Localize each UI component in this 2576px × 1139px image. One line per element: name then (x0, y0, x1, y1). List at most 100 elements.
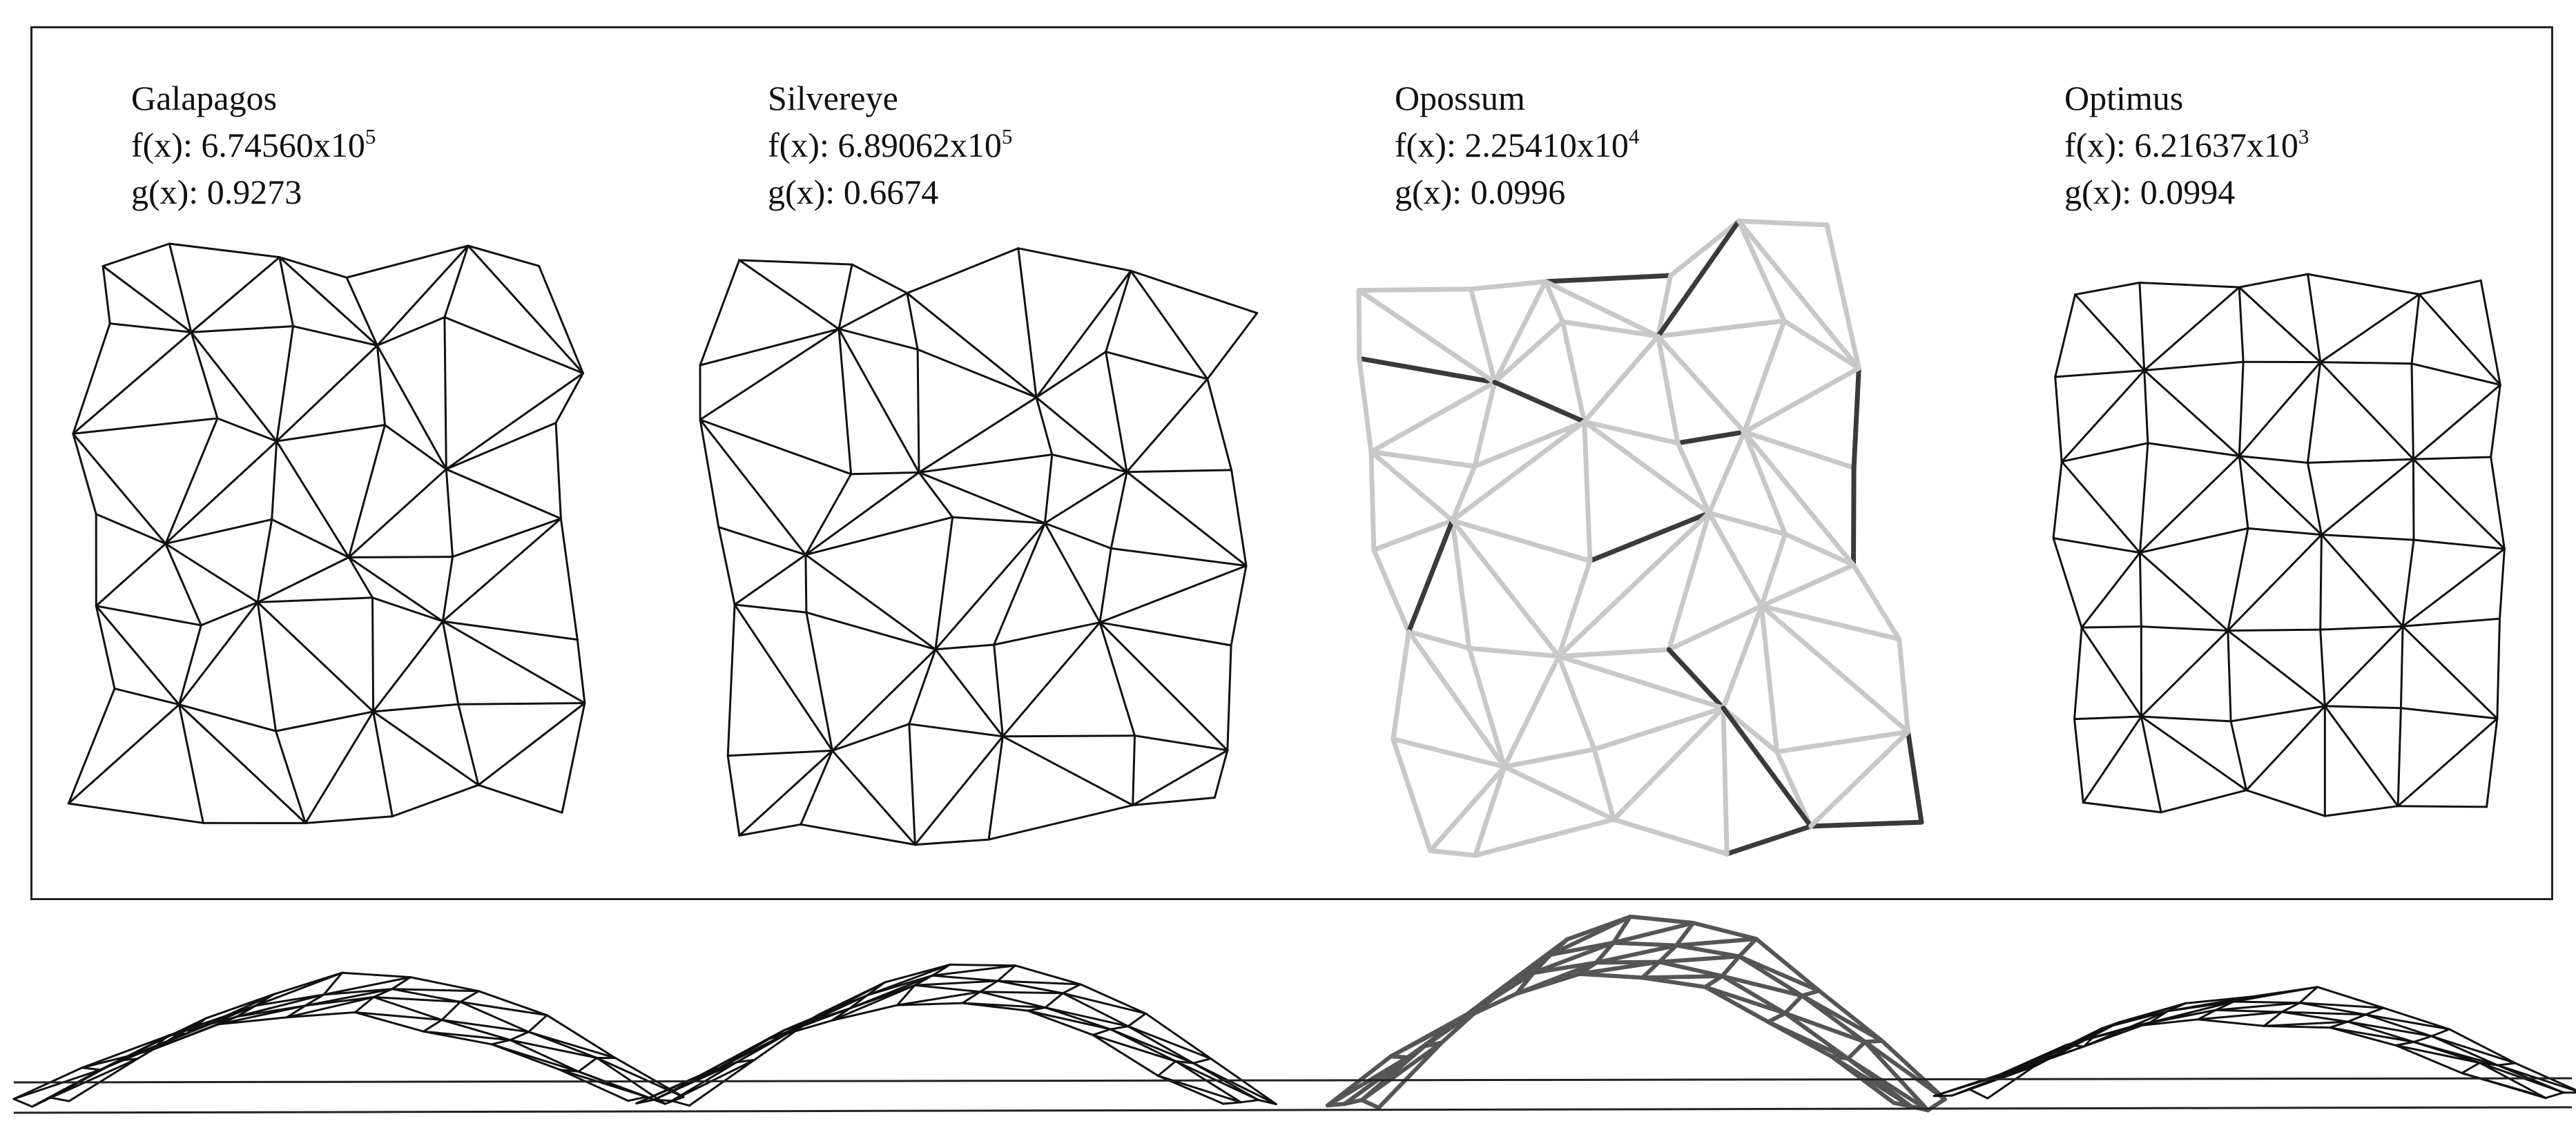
truss-member (1132, 797, 1216, 806)
truss-member (1079, 983, 1147, 1015)
truss-member (391, 988, 462, 1003)
truss-member (993, 522, 1046, 646)
truss-member (554, 422, 562, 520)
truss-member (2418, 293, 2501, 386)
truss-member (1092, 1033, 1159, 1077)
truss-member (1156, 1060, 1177, 1077)
truss-member (2323, 625, 2404, 708)
truss-member (1611, 914, 1633, 945)
truss-member (2227, 630, 2232, 723)
objective-value: f(x): 2.25410x104 (1395, 124, 1640, 164)
truss-member (1368, 380, 1498, 454)
truss-member (1851, 365, 1861, 471)
truss-member (341, 971, 411, 979)
truss-member (347, 424, 386, 558)
truss-member (1125, 378, 1209, 474)
truss-member (913, 974, 933, 986)
truss-member (908, 723, 916, 846)
truss-member (1492, 380, 1587, 425)
truss-member (304, 815, 394, 824)
truss-member (800, 823, 916, 846)
truss-member (1765, 1020, 1850, 1061)
truss-member (717, 526, 807, 556)
truss-member (699, 328, 840, 421)
truss-member (1808, 729, 1910, 829)
truss-member (164, 543, 202, 627)
truss-member (49, 1096, 70, 1102)
truss-member (699, 418, 720, 529)
truss-member (440, 1019, 512, 1042)
truss-member (987, 735, 1004, 841)
truss-member (561, 702, 586, 814)
truss-member (372, 988, 394, 998)
truss-member (2052, 460, 2063, 540)
truss-member (81, 1034, 170, 1069)
truss-member (1061, 992, 1147, 1015)
truss-member (1092, 1028, 1112, 1036)
truss-member (1226, 644, 1232, 752)
truss-member (837, 263, 853, 331)
truss-member (1675, 429, 1747, 446)
truss-member (1906, 729, 1924, 825)
truss-member (347, 556, 374, 599)
truss-member (1706, 510, 1788, 537)
truss-member (931, 964, 1016, 977)
truss-member (1721, 705, 1730, 857)
objective-value: f(x): 6.89062x105 (768, 124, 1013, 164)
truss-member (733, 554, 807, 606)
truss-member (1863, 1040, 1947, 1102)
truss-member (2412, 458, 2415, 541)
truss-member (345, 276, 378, 347)
truss-member (577, 1057, 598, 1073)
truss-member (1492, 279, 1548, 385)
truss-member (1783, 993, 1805, 1015)
truss-member (2082, 801, 2162, 814)
truss-member (2323, 705, 2399, 808)
truss-member (1556, 654, 1726, 711)
truss-member (1736, 218, 1787, 324)
truss-member (2526, 1091, 2547, 1100)
truss-member (2319, 361, 2414, 460)
truss-member (2430, 1028, 2451, 1038)
truss-member (993, 643, 1004, 738)
truss-member (278, 256, 378, 347)
truss-member (1611, 921, 1696, 945)
truss-member (2346, 1020, 2415, 1043)
truss-member (2544, 1091, 2565, 1100)
objective-value: f(x): 6.21637x103 (2064, 124, 2309, 164)
truss-member (831, 749, 916, 846)
truss-member (2140, 715, 2162, 814)
truss-member (347, 468, 447, 558)
truss-member (95, 605, 180, 706)
truss-member (1206, 378, 1233, 471)
truss-member (2329, 1026, 2397, 1046)
truss-member (509, 1039, 580, 1073)
truss-member (1371, 518, 1455, 552)
truss-member (738, 823, 802, 837)
truss-member (347, 556, 454, 558)
truss-member (2320, 534, 2404, 627)
truss-member (916, 348, 1038, 399)
truss-member (2306, 461, 2323, 536)
truss-member (200, 601, 259, 627)
truss-member (2149, 1010, 2169, 1024)
truss-member (1742, 318, 1787, 435)
truss-member (2496, 617, 2501, 720)
truss-member (441, 620, 579, 641)
truss-member (1428, 764, 1507, 853)
truss-member (1098, 565, 1248, 624)
truss-member (490, 1043, 580, 1073)
truss-member (1017, 247, 1038, 399)
truss-member (354, 1011, 443, 1021)
truss-member (376, 316, 446, 347)
truss-member (2461, 1062, 2481, 1074)
truss-member (1591, 705, 1726, 752)
truss-member (1502, 747, 1597, 770)
truss-member (2394, 1044, 2463, 1074)
truss-member (2430, 1035, 2499, 1067)
truss-member (1824, 222, 1861, 371)
truss-member (1514, 971, 1536, 996)
truss-member (1675, 440, 1712, 516)
truss-member (738, 259, 853, 266)
truss-member (12, 1069, 101, 1100)
